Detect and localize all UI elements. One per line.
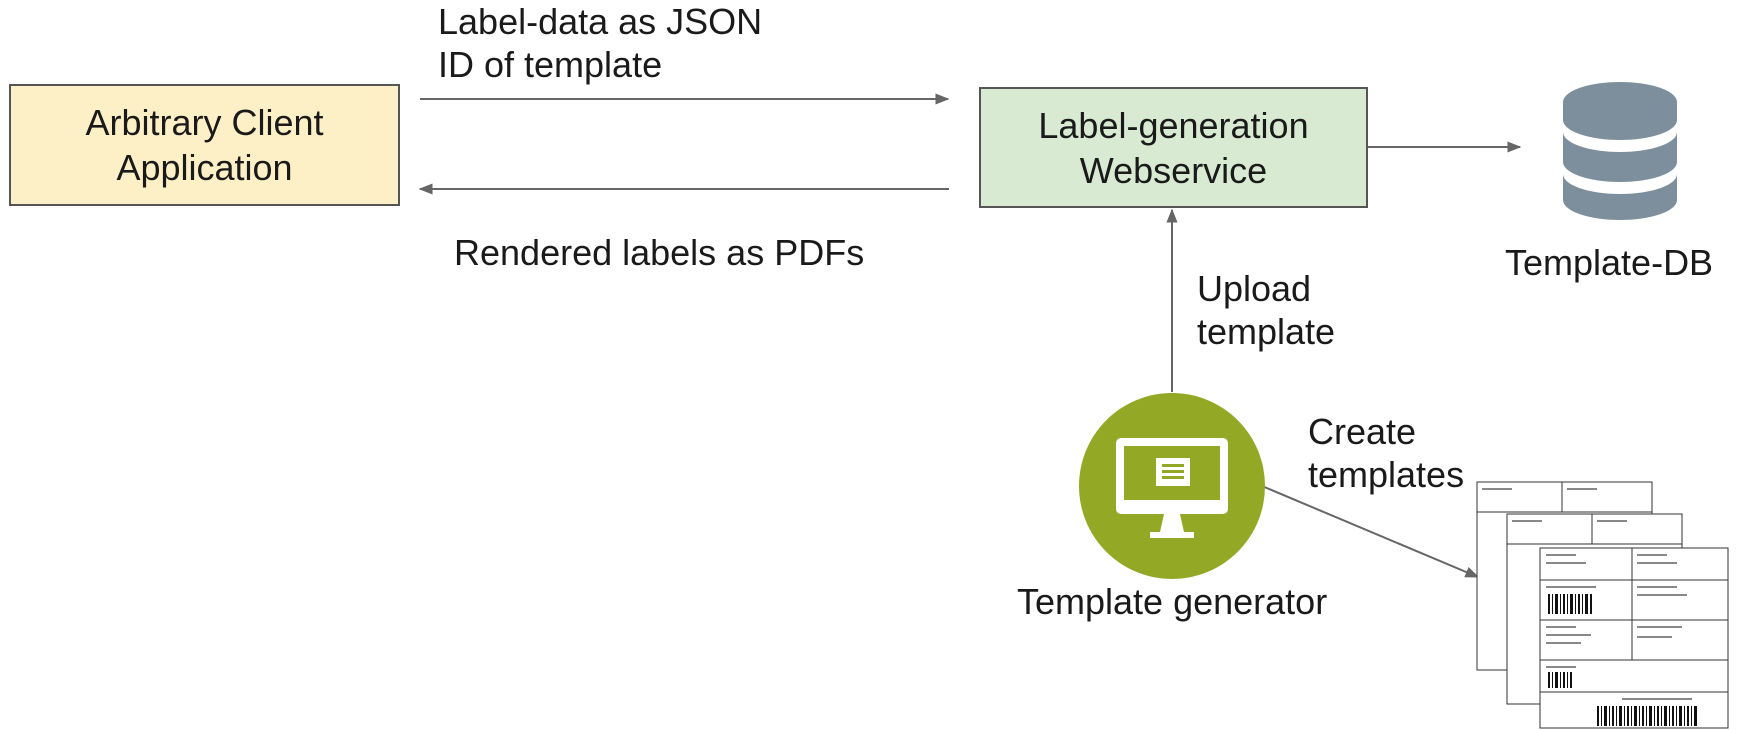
upload-template-label: Upload template (1197, 267, 1335, 353)
upload-label-line2: template (1197, 311, 1336, 352)
create-label-line2: templates (1308, 454, 1465, 495)
client-box-line1: Arbitrary Client (85, 102, 324, 143)
template-db-label: Template-DB (1505, 242, 1714, 283)
webservice-box-line1: Label-generation (1038, 104, 1309, 146)
monitor-icon (1116, 438, 1228, 538)
template-generator-label: Template generator (1017, 581, 1328, 622)
create-label-line1: Create (1308, 411, 1417, 452)
response-label: Rendered labels as PDFs (454, 232, 865, 273)
label-generation-webservice-box: Label-generation Webservice (979, 87, 1368, 208)
request-label-line2: ID of template (438, 44, 663, 85)
request-label-line1: Label-data as JSON (438, 1, 763, 42)
upload-label-line1: Upload (1197, 268, 1312, 309)
webservice-box-line2: Webservice (1079, 149, 1268, 191)
create-templates-label: Create templates (1308, 410, 1464, 496)
shipping-label-documents-icon (1476, 481, 1729, 729)
request-label: Label-data as JSON ID of template (438, 0, 762, 86)
template-generator-icon (1079, 393, 1265, 579)
create-arrow (1261, 485, 1480, 578)
client-application-box: Arbitrary Client Application (9, 84, 400, 206)
database-icon (1563, 82, 1677, 220)
client-box-line2: Application (116, 147, 293, 188)
